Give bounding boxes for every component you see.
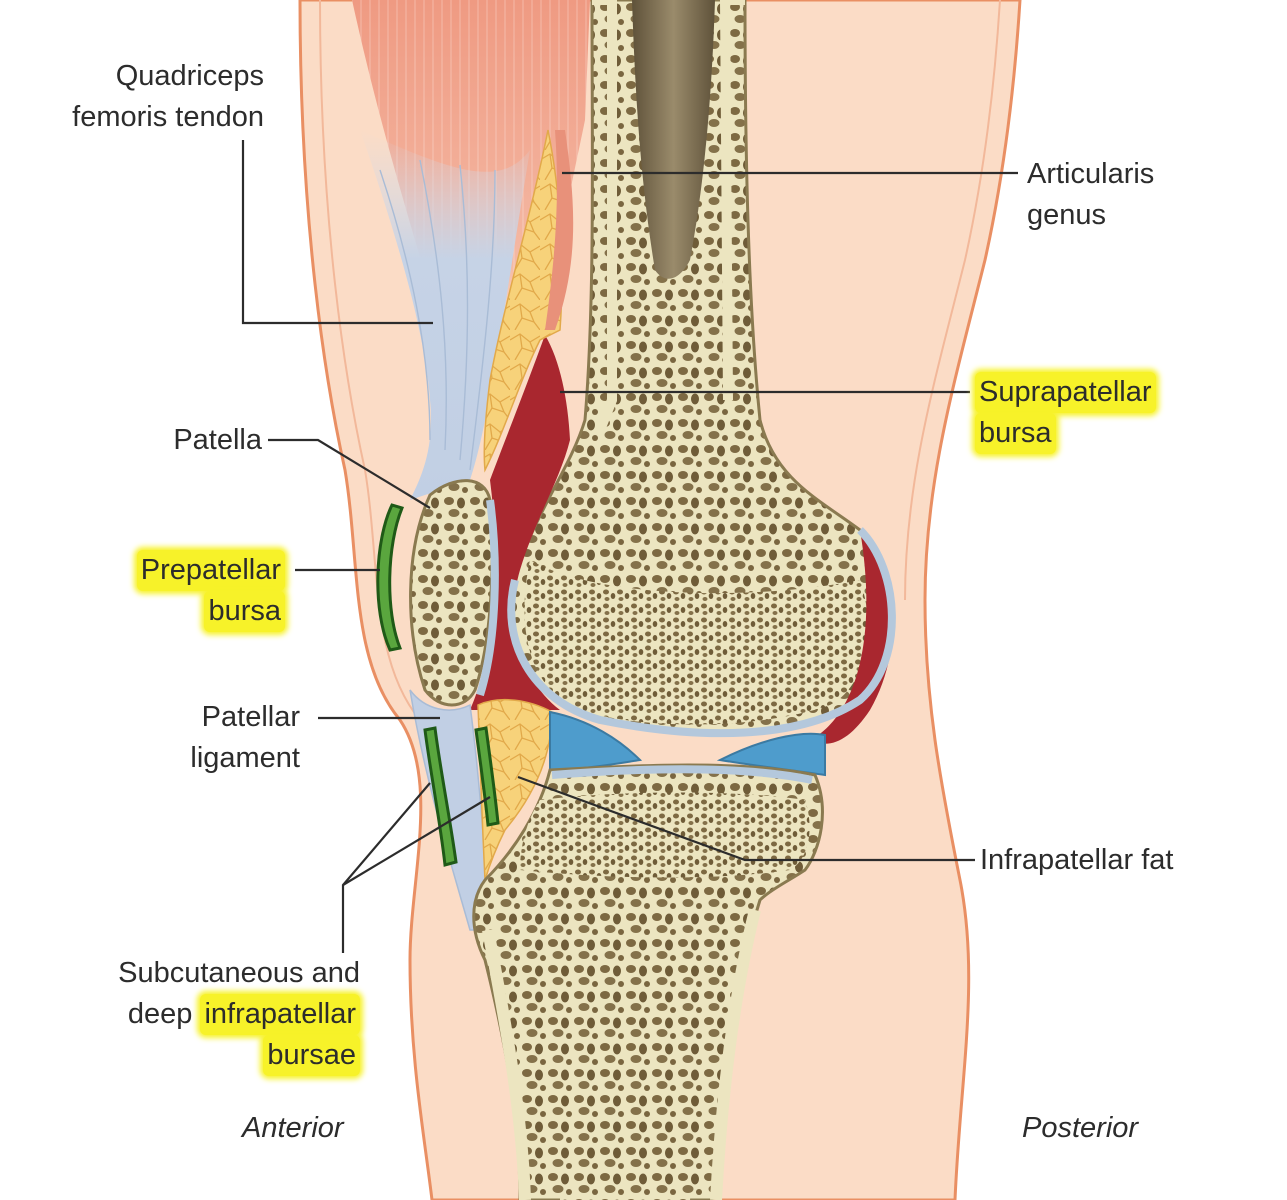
- label-infrapatellar-bursae: Subcutaneous and deep infrapatellar burs…: [20, 953, 360, 1076]
- leader-lines: [241, 140, 1018, 953]
- label-patella: Patella: [173, 424, 262, 456]
- label-patellar-ligament: Patellar ligament: [190, 701, 300, 774]
- deep-infrapatellar-bursa: [474, 726, 500, 827]
- patella: [409, 479, 494, 707]
- label-anterior: Anterior: [242, 1112, 344, 1144]
- label-infrapatellar-fat: Infrapatellar fat: [980, 844, 1174, 876]
- label-prepatellar-bursa: Prepatellar bursa: [100, 550, 285, 632]
- prepatellar-bursa: [376, 503, 405, 652]
- label-quadriceps-femoris-tendon: Quadriceps femoris tendon: [72, 60, 264, 133]
- label-suprapatellar-bursa: Suprapatellar bursa: [975, 372, 1215, 454]
- label-articularis-genus: Articularis genus: [1027, 158, 1155, 231]
- infrapatellar-fat-pad: [477, 698, 553, 881]
- meniscus-posterior: [716, 732, 826, 777]
- subcutaneous-infrapatellar-bursa: [423, 726, 458, 867]
- marrow-cavity: [632, 0, 715, 279]
- label-posterior: Posterior: [1022, 1112, 1139, 1144]
